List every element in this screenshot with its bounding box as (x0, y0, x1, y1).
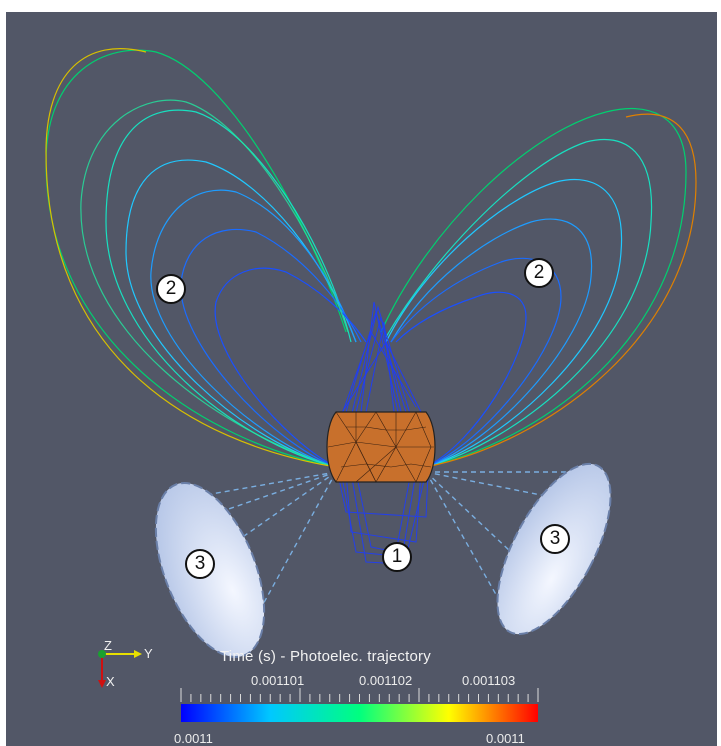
orientation-axes (98, 650, 142, 688)
sample-mesh (326, 411, 436, 483)
colorbar-range-min: 0.0011 (174, 731, 213, 746)
axis-label-x: X (106, 674, 115, 689)
render-viewport[interactable]: 2 2 1 3 3 Z Y X Time (s) - Photoelec. tr… (6, 12, 717, 746)
marker-3-right: 3 (540, 524, 570, 554)
trajectory-scene (45, 48, 697, 702)
marker-2-right: 2 (524, 258, 554, 288)
colorbar-tick-label-3: 0.001103 (462, 673, 516, 688)
colorbar-title: Time (s) - Photoelec. trajectory (220, 648, 431, 665)
central-upper-bundle (335, 301, 427, 423)
marker-2-left: 2 (156, 274, 186, 304)
axis-label-z: Z (104, 638, 112, 653)
left-trajectory-lobe (45, 48, 367, 468)
colorbar-gradient (181, 704, 538, 722)
colorbar-tick-label-1: 0.001101 (251, 673, 305, 688)
colorbar-tick-label-2: 0.001102 (359, 673, 413, 688)
marker-3-left: 3 (185, 549, 215, 579)
axis-label-y: Y (144, 646, 153, 661)
colorbar-ticks (180, 688, 539, 702)
colorbar-range-max: 0.0011 (486, 731, 525, 746)
marker-1: 1 (382, 542, 412, 572)
